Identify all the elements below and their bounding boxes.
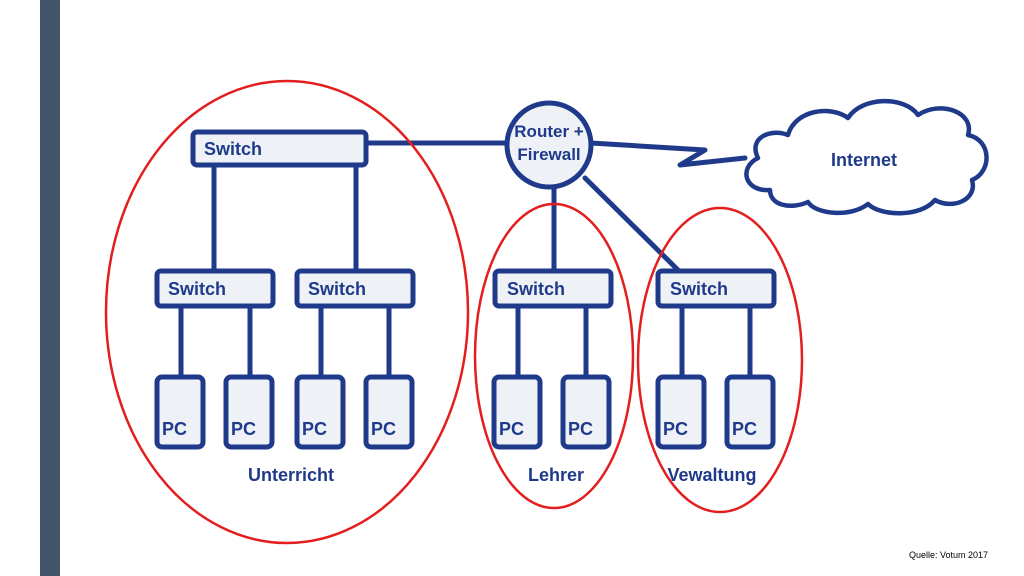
switch-label: Switch: [670, 279, 728, 299]
group-label-lehrer: Lehrer: [528, 465, 584, 485]
pc-label: PC: [302, 419, 327, 439]
switch-label: Switch: [308, 279, 366, 299]
pc-box: [724, 374, 776, 450]
switch-verwaltung: Switch: [655, 268, 777, 309]
group-outlines: [104, 79, 804, 545]
internet-cloud: Internet: [744, 98, 989, 216]
router-node: [504, 100, 594, 190]
router-label-line2: Firewall: [517, 145, 580, 164]
link-router-verwaltung: [582, 175, 683, 275]
group-outline-lehrer: [473, 202, 635, 510]
switch-top: Switch: [190, 129, 369, 168]
switch-lehrer: Switch: [492, 268, 614, 309]
connection-lines: [178, 140, 753, 381]
pc-box: [363, 374, 415, 450]
pc-box: [154, 374, 206, 450]
pc-box: [491, 374, 543, 450]
group-label-unterricht: Unterricht: [248, 465, 334, 485]
pc-label: PC: [732, 419, 757, 439]
internet-label: Internet: [831, 150, 897, 170]
switch-unterricht-1: Switch: [154, 268, 276, 309]
pc-label: PC: [231, 419, 256, 439]
switch-top-label: Switch: [204, 139, 262, 159]
accent-bar: [40, 0, 60, 576]
pc-box: [223, 374, 275, 450]
pc-box: [560, 374, 612, 450]
pc-label: PC: [162, 419, 187, 439]
group-label-verwaltung: Vewaltung: [667, 465, 756, 485]
group-outline-verwaltung: [636, 206, 804, 514]
group-outline-unterricht: [104, 79, 470, 545]
pc-box: [655, 374, 707, 450]
switch-label: Switch: [168, 279, 226, 299]
pc-box: [294, 374, 346, 450]
source-caption: Quelle: Votum 2017: [908, 550, 988, 560]
pc-boxes: [154, 374, 776, 450]
switch-label: Switch: [507, 279, 565, 299]
pc-label: PC: [371, 419, 396, 439]
switch-unterricht-2: Switch: [294, 268, 416, 309]
link-router-internet: [588, 140, 748, 168]
pc-label: PC: [663, 419, 688, 439]
router-label-line1: Router +: [514, 122, 584, 141]
pc-label: PC: [499, 419, 524, 439]
pc-label: PC: [568, 419, 593, 439]
